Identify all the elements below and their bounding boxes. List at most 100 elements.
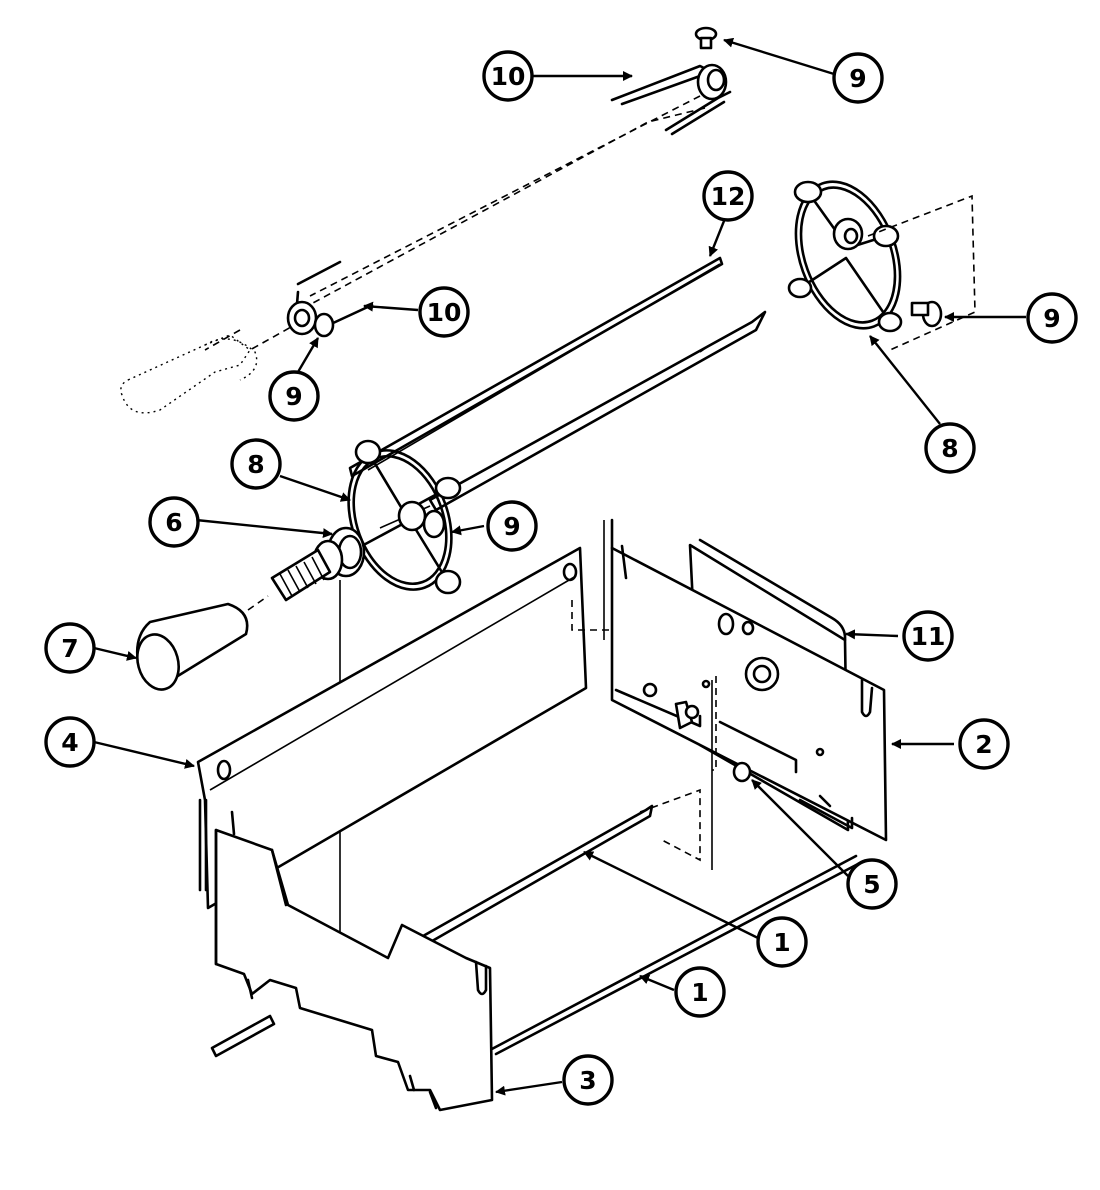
wheel-loop (793, 180, 823, 204)
leader-8a (279, 474, 351, 502)
support-rod (414, 804, 654, 950)
back-panel-fold (209, 575, 577, 791)
spit-ghost-line (309, 95, 701, 297)
fork-prong (664, 90, 732, 136)
skewer (428, 310, 767, 512)
leader-lines (93, 37, 1026, 1096)
callout-7: 7 (44, 622, 96, 674)
leader-9d (451, 524, 485, 536)
back-panel (196, 520, 610, 910)
handle-assembly (135, 526, 366, 940)
panel-hole (741, 620, 755, 636)
spit-ghost-line (299, 107, 706, 311)
leader-11 (845, 629, 899, 640)
handle-alignment (247, 595, 269, 611)
svg-text:8: 8 (247, 450, 264, 479)
svg-text:10: 10 (427, 298, 462, 327)
callout-10a: 10 (482, 50, 534, 102)
svg-text:12: 12 (711, 182, 746, 211)
fork-hub (706, 68, 726, 92)
wheel-loop (787, 277, 813, 299)
svg-text:7: 7 (61, 634, 78, 663)
wheel-hub (397, 500, 427, 532)
leader-7 (93, 646, 137, 661)
wheel-loop (434, 569, 462, 595)
svg-text:9: 9 (1043, 304, 1060, 333)
alignment-line (571, 600, 610, 631)
side-panel-slot (610, 518, 628, 580)
spit-rod-body (348, 256, 724, 478)
screw (642, 682, 658, 698)
wheel-hub-hole (843, 227, 859, 245)
drive-socket (744, 656, 780, 692)
callout-1b: 1 (674, 966, 726, 1018)
leader-9b (296, 337, 320, 373)
panel-foot (798, 794, 854, 830)
leader-1a (583, 850, 759, 940)
svg-text:9: 9 (285, 382, 302, 411)
svg-text:5: 5 (863, 870, 880, 899)
spit-wheel-left (347, 439, 462, 595)
panel-tab (674, 700, 694, 730)
fork-hub (293, 308, 311, 328)
wheel-loop (354, 439, 382, 465)
spit-wheel-right (787, 180, 976, 351)
alignment-line (712, 676, 717, 771)
wheel-loop (872, 224, 900, 248)
rod-alignment (639, 788, 701, 862)
svg-text:6: 6 (165, 508, 182, 537)
svg-text:10: 10 (491, 62, 526, 91)
svg-text:2: 2 (975, 730, 992, 759)
skewer-groove (699, 344, 711, 353)
handle-end (136, 633, 180, 691)
leader-4 (93, 740, 195, 769)
callout-3: 3 (562, 1054, 614, 1106)
back-panel-lower-edge (198, 798, 208, 892)
callout-1a: 1 (756, 916, 808, 968)
wheel-loop (434, 476, 462, 500)
leader-6 (195, 518, 333, 539)
rod-end (210, 1014, 276, 1058)
panel-hole (216, 759, 232, 781)
leader-5 (751, 779, 849, 877)
front-panel-body (214, 828, 494, 1112)
support-rod (488, 854, 858, 1052)
side-panel-slot (860, 678, 874, 718)
callout-10b: 10 (418, 286, 470, 338)
panel-hole (815, 747, 825, 757)
svg-text:1: 1 (691, 978, 708, 1007)
panel-bend (614, 688, 798, 774)
svg-text:8: 8 (941, 434, 958, 463)
callout-5: 5 (846, 858, 898, 910)
spit-rod-edge (367, 263, 721, 471)
panel-hole (717, 612, 735, 636)
drive-socket-inner (752, 664, 772, 684)
wheel-spokes (798, 190, 892, 324)
thumbscrew-shank (699, 36, 713, 50)
thumbscrew (313, 312, 335, 338)
callout-9b: 9 (268, 370, 320, 422)
spit-ghost-line (204, 321, 301, 351)
svg-text:9: 9 (849, 64, 866, 93)
threads (279, 556, 325, 597)
svg-text:11: 11 (911, 622, 946, 651)
front-panel-slot (474, 960, 488, 996)
svg-text:9: 9 (503, 512, 520, 541)
motor-shaft-ghost (120, 334, 251, 414)
svg-text:4: 4 (61, 728, 78, 757)
callout-9c: 9 (1026, 292, 1078, 344)
leader-9a (723, 37, 835, 76)
spit-rod (348, 256, 724, 478)
callout-6: 6 (148, 496, 200, 548)
svg-text:1: 1 (773, 928, 790, 957)
alignment-line (867, 194, 976, 351)
callout-9a: 9 (832, 52, 884, 104)
front-panel-notch (270, 848, 288, 907)
svg-text:3: 3 (579, 1066, 596, 1095)
panel-hole (562, 562, 578, 582)
front-panel-slot (230, 810, 236, 836)
callout-8b: 8 (924, 422, 976, 474)
callout-11: 11 (902, 610, 954, 662)
side-panel (610, 546, 888, 842)
